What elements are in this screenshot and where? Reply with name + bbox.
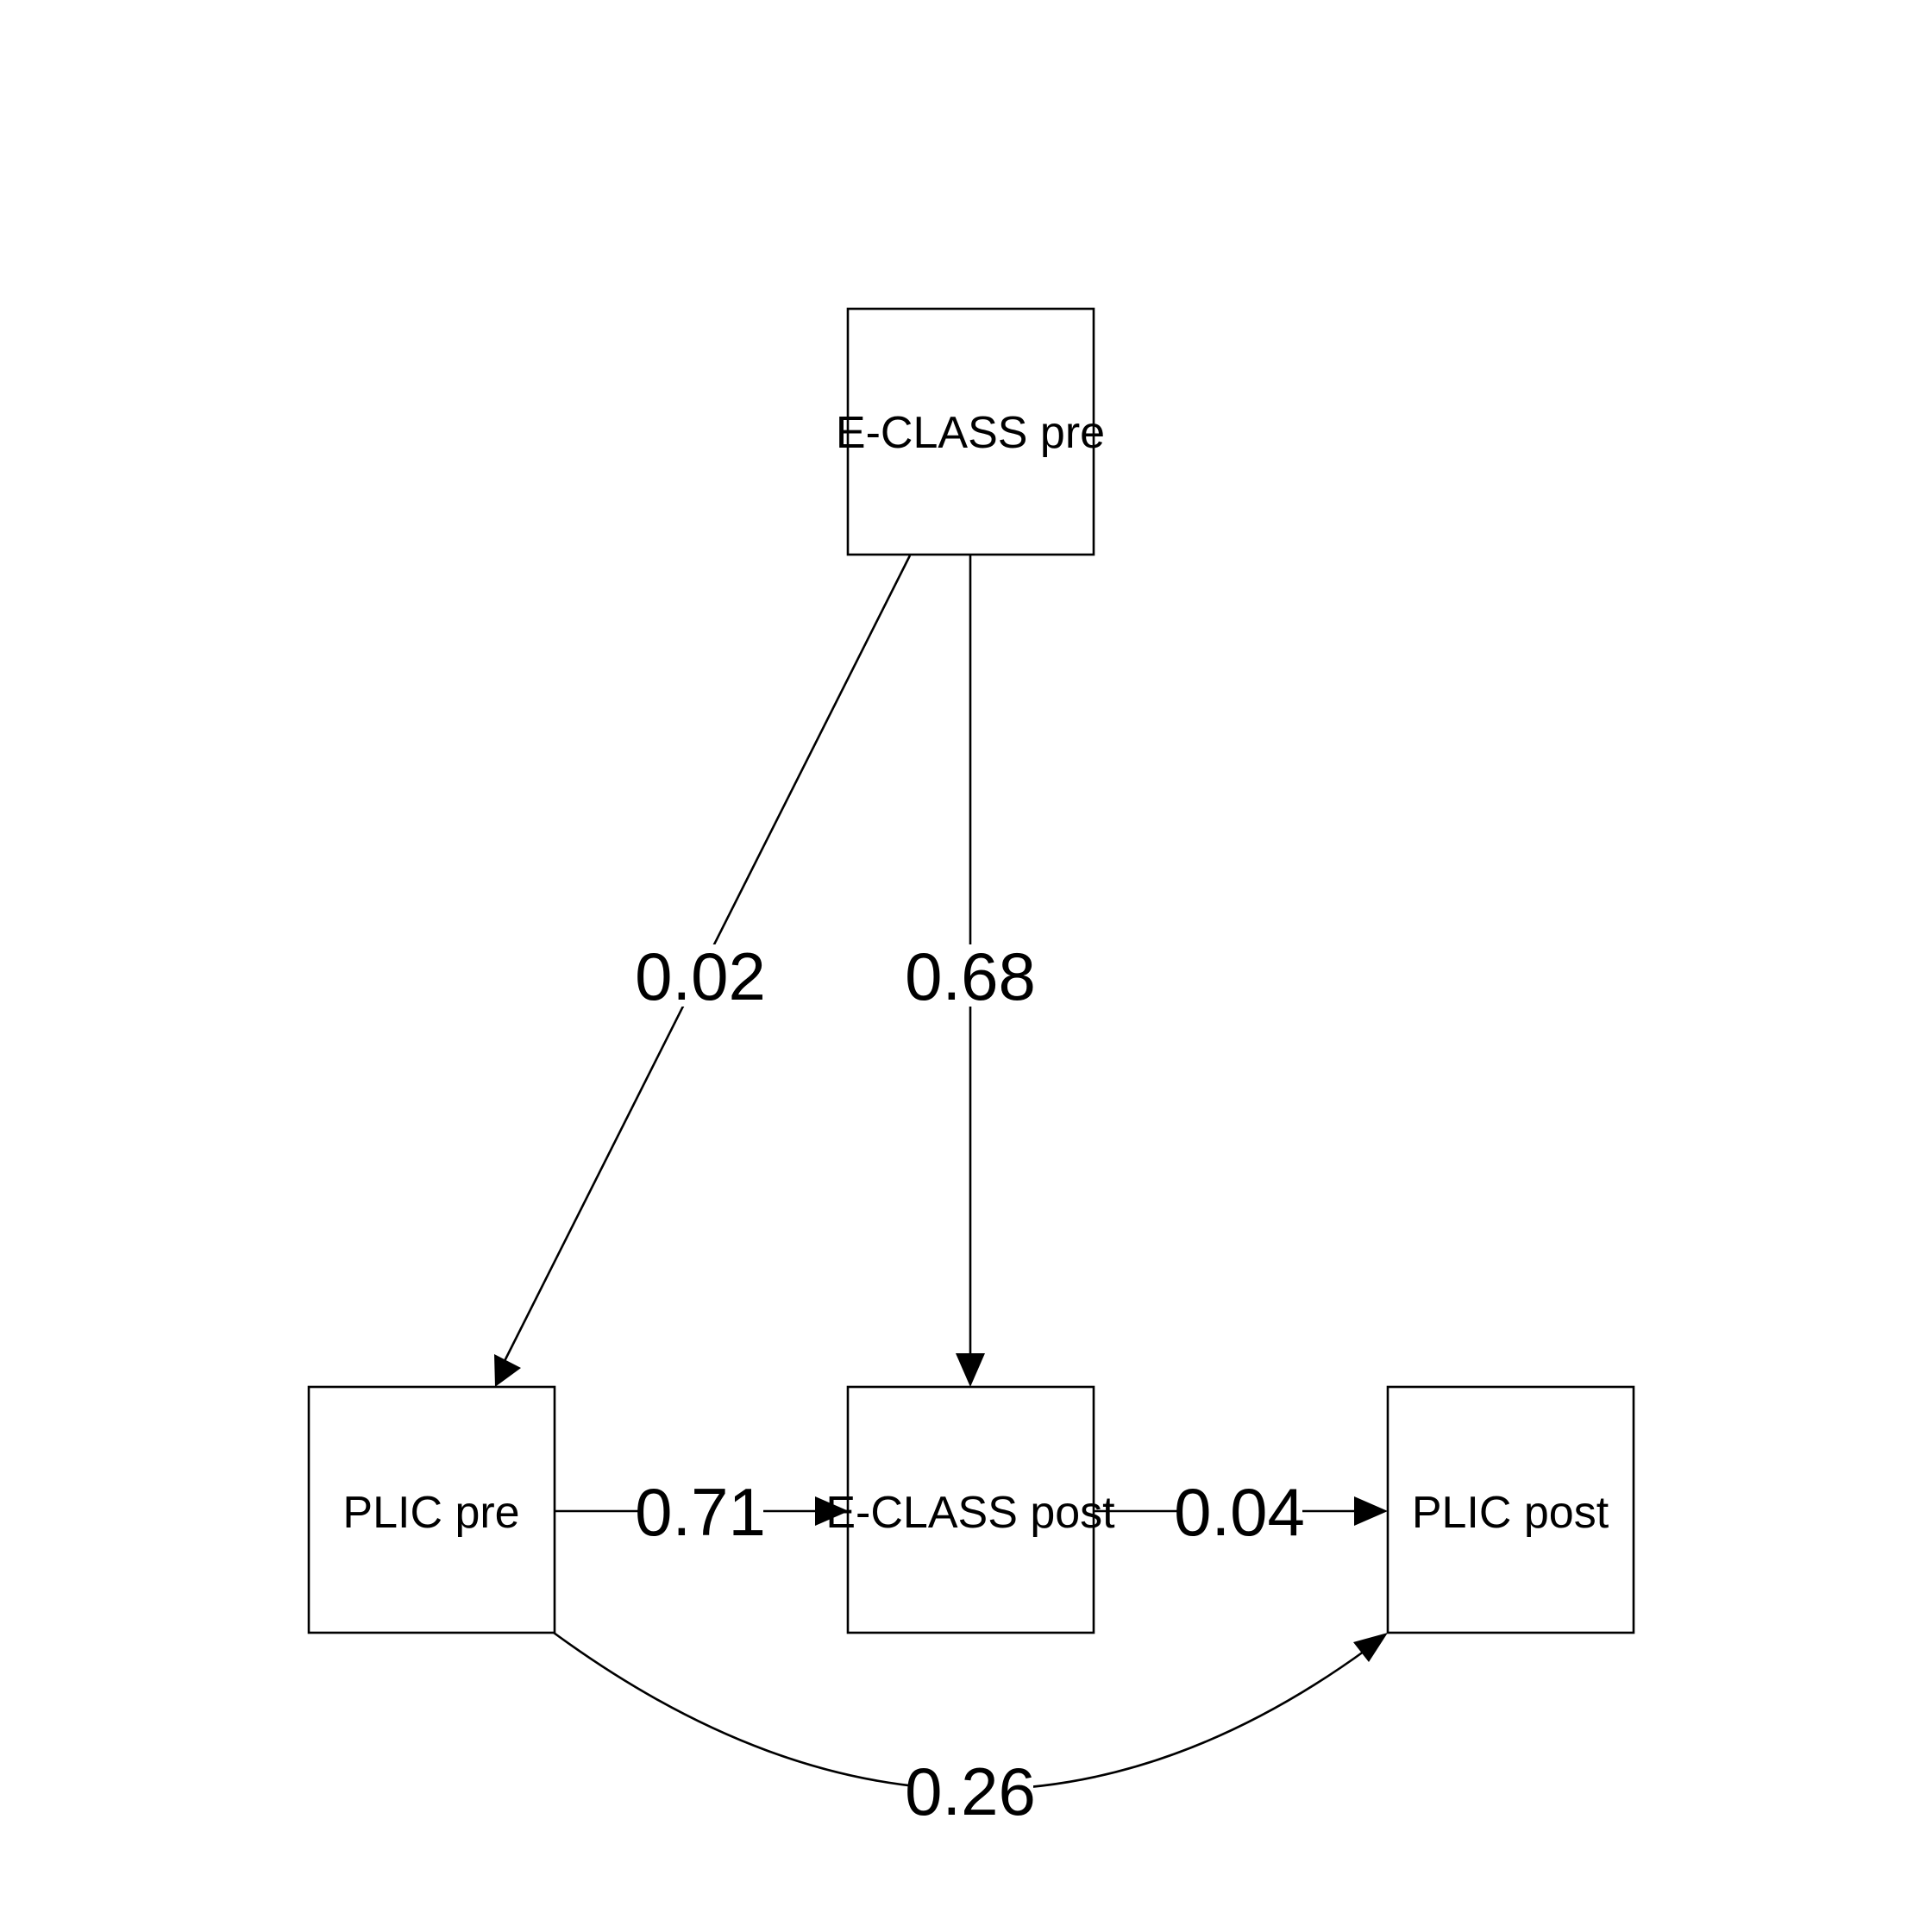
edge-label-eclass-post-to-plic-post: 0.04	[1174, 1474, 1305, 1550]
arrow-head-plic-post-left	[1354, 1496, 1388, 1526]
edge-label-bg-026	[908, 1760, 1033, 1822]
edge-label-bg-002	[638, 944, 763, 1007]
node-box-plic-post	[1386, 1385, 1635, 1634]
edge-labels: 0.02 0.68 0.71 0.04 0.26	[635, 938, 1305, 1829]
node-plic-pre	[307, 1385, 556, 1634]
edge-label-bg-071	[638, 1480, 763, 1542]
node-label-eclass-post: E-CLASS post	[825, 1488, 1115, 1538]
edge-label-eclass-pre-to-eclass-post: 0.68	[905, 938, 1036, 1014]
node-eclass-post	[846, 1385, 1095, 1634]
node-box-plic-pre	[307, 1385, 556, 1634]
arrow-head-plic-pre	[494, 1354, 521, 1387]
edge-label-plic-pre-to-plic-post: 0.26	[905, 1753, 1036, 1829]
node-label-eclass-pre: E-CLASS pre	[836, 408, 1105, 458]
node-label-plic-post: PLIC post	[1412, 1488, 1609, 1538]
edge-label-bg-004	[1177, 1480, 1302, 1542]
edge-label-eclass-pre-to-plic-pre: 0.02	[635, 938, 766, 1014]
node-box-eclass-pre	[846, 307, 1095, 556]
arrow-head-eclass-post-top	[956, 1353, 985, 1387]
node-box-eclass-post	[846, 1385, 1095, 1634]
arrow-head-plic-post-curve	[1353, 1633, 1388, 1662]
node-eclass-pre	[846, 307, 1095, 556]
edge-label-bg-068	[908, 944, 1033, 1007]
node-plic-post	[1386, 1385, 1635, 1634]
node-label-plic-pre: PLIC pre	[342, 1488, 519, 1538]
node-labels: E-CLASS pre PLIC pre E-CLASS post PLIC p…	[342, 408, 1609, 1538]
arrow-head-eclass-post-left	[815, 1496, 849, 1526]
edge-label-plic-pre-to-eclass-post: 0.71	[635, 1474, 766, 1550]
nodes	[307, 307, 1635, 1634]
